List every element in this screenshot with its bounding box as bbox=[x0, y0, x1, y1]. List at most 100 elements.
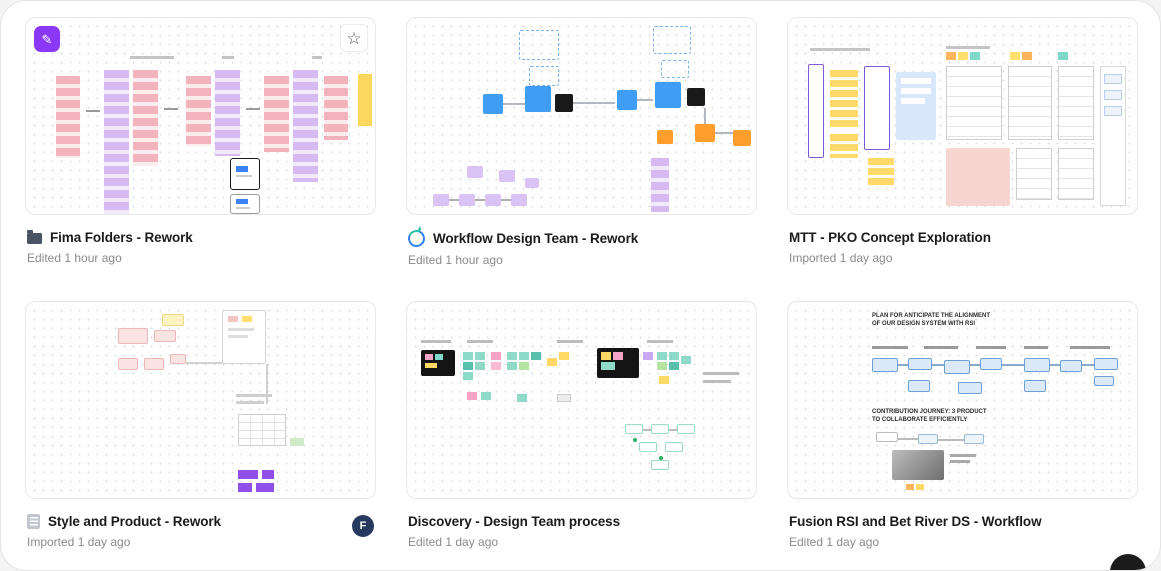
thumb-shape bbox=[463, 362, 473, 370]
thumb-shape bbox=[669, 352, 679, 360]
thumb-shape bbox=[1008, 66, 1052, 140]
thumb-shape bbox=[665, 442, 683, 452]
file-grid: ✎☆ Fima Folders - Rework Edited 1 hour a… bbox=[25, 17, 1138, 570]
thumb-shape bbox=[655, 82, 681, 108]
thumb-shape bbox=[932, 364, 944, 366]
thumb-shape bbox=[617, 90, 637, 110]
thumb-shape bbox=[864, 66, 890, 150]
thumb-shape bbox=[733, 130, 751, 146]
thumb-shape bbox=[236, 401, 264, 404]
pen-badge-icon[interactable]: ✎ bbox=[34, 26, 60, 52]
file-card-fima-folders-rework[interactable]: ✎☆ Fima Folders - Rework Edited 1 hour a… bbox=[25, 17, 376, 301]
file-info: Workflow Design Team - Rework Edited 1 h… bbox=[405, 227, 639, 267]
file-thumbnail[interactable] bbox=[406, 301, 757, 499]
thumb-shape bbox=[950, 454, 976, 457]
thumb-shape bbox=[1010, 52, 1020, 60]
thumb-shape bbox=[1022, 52, 1032, 60]
file-footer: Workflow Design Team - Rework Edited 1 h… bbox=[405, 227, 757, 267]
file-card-style-and-product-rework[interactable]: Style and Product - Rework Imported 1 da… bbox=[25, 301, 376, 570]
thumb-shape bbox=[1082, 364, 1094, 366]
star-icon[interactable]: ☆ bbox=[340, 24, 368, 52]
thumb-shape bbox=[703, 380, 731, 383]
file-footer: MTT - PKO Concept Exploration Imported 1… bbox=[787, 230, 1138, 265]
file-title[interactable]: Workflow Design Team - Rework bbox=[433, 231, 639, 246]
thumb-shape bbox=[704, 108, 706, 124]
thumb-shape bbox=[601, 352, 611, 360]
thumb-shape bbox=[918, 434, 938, 444]
thumb-shape bbox=[1104, 90, 1122, 100]
thumb-shape bbox=[625, 424, 643, 434]
thumb-shape bbox=[236, 207, 250, 209]
thumb-shape bbox=[215, 70, 240, 156]
thumb-shape bbox=[659, 376, 669, 384]
file-thumbnail[interactable] bbox=[25, 301, 376, 499]
thumb-shape bbox=[1024, 346, 1048, 349]
thumb-shape bbox=[525, 86, 551, 112]
thumb-shape bbox=[1002, 364, 1024, 366]
file-card-discovery-design-team-process[interactable]: Discovery - Design Team process Edited 1… bbox=[406, 301, 757, 570]
thumb-shape bbox=[222, 56, 234, 59]
file-title[interactable]: Fusion RSI and Bet River DS - Workflow bbox=[789, 514, 1042, 529]
thumb-shape bbox=[976, 346, 1006, 349]
file-info: MTT - PKO Concept Exploration Imported 1… bbox=[789, 230, 991, 265]
thumb-shape bbox=[467, 392, 477, 400]
thumb-shape bbox=[715, 132, 733, 134]
thumb-shape bbox=[481, 392, 491, 400]
thumb-shape bbox=[661, 60, 689, 78]
thumb-shape bbox=[449, 199, 459, 201]
file-meta: Edited 1 hour ago bbox=[27, 251, 122, 265]
file-meta: Imported 1 day ago bbox=[789, 251, 893, 265]
file-card-fusion-rsi-and-bet-river-ds-workflow[interactable]: PLAN FOR ANTICIPATE THE ALIGNMENT OF OUR… bbox=[787, 301, 1138, 570]
thumb-shape bbox=[958, 52, 968, 60]
file-title-row: Fusion RSI and Bet River DS - Workflow bbox=[789, 514, 1042, 529]
thumb-shape bbox=[262, 470, 274, 479]
file-title[interactable]: Fima Folders - Rework bbox=[50, 230, 193, 245]
thumb-shape bbox=[868, 158, 894, 188]
thumb-shape bbox=[653, 26, 691, 54]
thumb-shape bbox=[651, 158, 669, 212]
thumbnail-canvas bbox=[788, 18, 1137, 214]
thumb-shape bbox=[898, 438, 918, 440]
file-thumbnail[interactable]: PLAN FOR ANTICIPATE THE ALIGNMENT OF OUR… bbox=[787, 301, 1138, 499]
file-footer: Style and Product - Rework Imported 1 da… bbox=[25, 514, 376, 549]
thumb-shape bbox=[901, 88, 931, 94]
thumb-shape bbox=[908, 380, 930, 392]
collaborator-avatar[interactable]: F bbox=[352, 515, 374, 537]
file-title[interactable]: MTT - PKO Concept Exploration bbox=[789, 230, 991, 245]
thumb-shape bbox=[1094, 376, 1114, 386]
thumb-shape bbox=[421, 340, 451, 343]
thumb-shape bbox=[908, 358, 932, 370]
thumb-shape bbox=[980, 358, 1002, 370]
thumb-shape bbox=[186, 76, 211, 146]
file-title[interactable]: Discovery - Design Team process bbox=[408, 514, 620, 529]
thumb-shape bbox=[643, 429, 651, 431]
thumb-shape bbox=[687, 88, 705, 106]
thumb-shape bbox=[1058, 52, 1068, 60]
thumb-shape bbox=[230, 194, 260, 214]
thumb-shape bbox=[242, 316, 252, 322]
file-card-workflow-design-team-rework[interactable]: Workflow Design Team - Rework Edited 1 h… bbox=[405, 17, 757, 301]
thumbnail-canvas bbox=[26, 302, 375, 498]
thumb-shape bbox=[228, 335, 248, 338]
thumb-shape bbox=[236, 175, 252, 177]
thumb-shape bbox=[703, 372, 739, 375]
thumb-shape bbox=[483, 94, 503, 114]
floating-action-button[interactable] bbox=[1110, 554, 1146, 570]
file-thumbnail[interactable] bbox=[406, 17, 757, 215]
thumb-shape bbox=[238, 470, 258, 479]
thumb-shape bbox=[499, 170, 515, 182]
thumb-shape bbox=[651, 424, 669, 434]
thumb-shape bbox=[511, 194, 527, 206]
thumb-shape bbox=[517, 394, 527, 402]
file-info: Fusion RSI and Bet River DS - Workflow E… bbox=[789, 514, 1042, 549]
thumb-shape bbox=[657, 352, 667, 360]
file-title[interactable]: Style and Product - Rework bbox=[48, 514, 221, 529]
file-thumbnail[interactable]: ✎☆ bbox=[25, 17, 376, 215]
thumb-shape bbox=[475, 199, 485, 201]
thumb-shape bbox=[467, 340, 493, 343]
thumb-shape bbox=[236, 199, 248, 204]
thumb-shape bbox=[485, 194, 501, 206]
file-thumbnail[interactable] bbox=[787, 17, 1138, 215]
file-card-mtt-pko-concept-exploration[interactable]: MTT - PKO Concept Exploration Imported 1… bbox=[787, 17, 1138, 301]
thumb-shape bbox=[950, 460, 970, 463]
